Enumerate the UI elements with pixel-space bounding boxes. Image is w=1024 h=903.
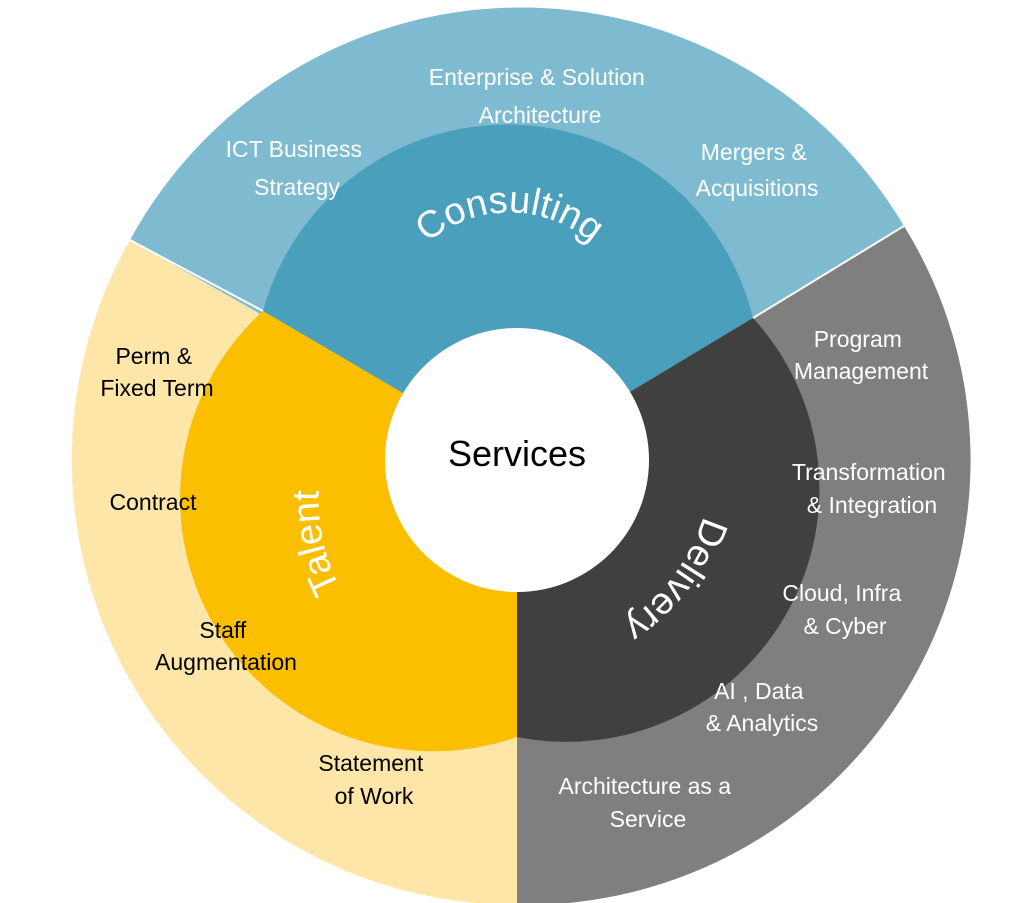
center-circle — [385, 328, 649, 592]
delivery-item-ai-data-analytics: AI , Data & Analytics — [706, 678, 819, 736]
talent-item-staff-augmentation: Staff Augmentation — [155, 617, 297, 675]
consulting-item-mergers-acquisitions: Mergers & Acquisitions — [696, 139, 819, 201]
talent-items: Perm & Fixed Term Contract Staff Augment… — [100, 343, 429, 809]
consulting-inner-ring — [263, 124, 753, 460]
consulting-items: ICT Business Strategy Enterprise & Solut… — [226, 64, 819, 201]
delivery-item-architecture-as-a-service: Architecture as a Service — [559, 773, 738, 832]
talent-item-perm-fixed-term: Perm & Fixed Term — [100, 343, 213, 401]
delivery-item-cloud-infra-cyber: Cloud, Infra & Cyber — [782, 580, 907, 639]
delivery-items: Program Management Transformation & Inte… — [559, 326, 952, 832]
separator-consulting-delivery — [752, 225, 905, 319]
consulting-item-ict-business-strategy: ICT Business Strategy — [226, 136, 369, 200]
talent-item-contract: Contract — [110, 489, 198, 515]
delivery-item-transformation-integration: Transformation & Integration — [792, 459, 952, 518]
center-label: Services — [448, 433, 586, 474]
consulting-item-enterprise-solution-architecture: Enterprise & Solution Architecture — [429, 64, 651, 128]
delivery-item-program-management: Program Management — [794, 326, 929, 384]
separator-consulting-talent — [129, 239, 264, 312]
talent-item-statement-of-work: Statement of Work — [318, 750, 429, 809]
